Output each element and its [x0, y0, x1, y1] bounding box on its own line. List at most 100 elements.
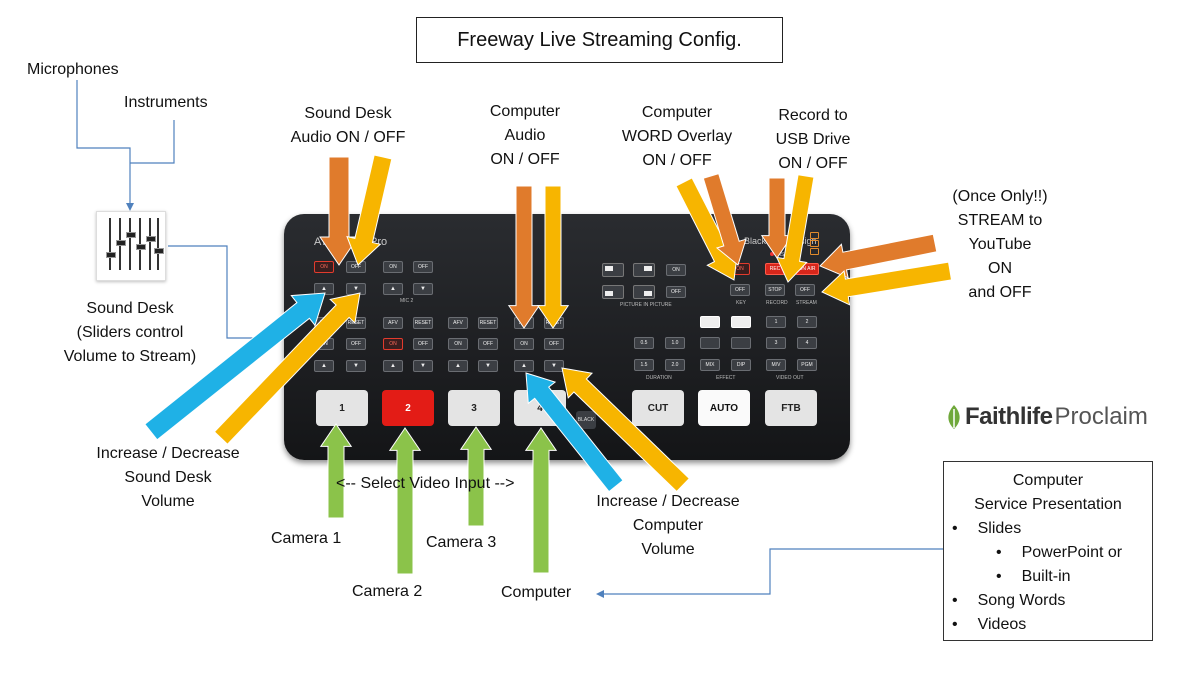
in3-reset-button[interactable]: RESET	[478, 317, 498, 329]
key-label: KEY	[736, 300, 747, 306]
video-out-4-button[interactable]: 4	[797, 337, 817, 349]
mic2-down-button[interactable]: ▼	[413, 283, 433, 295]
pip-top-left-button[interactable]	[602, 263, 624, 277]
record-stop-button[interactable]: STOP	[765, 284, 785, 296]
effect-dip-button[interactable]: DIP	[731, 359, 751, 371]
mic2-label: MIC 2	[400, 298, 414, 304]
record-stop-arrow	[775, 174, 815, 283]
mic1-off-button[interactable]: OFF	[346, 261, 366, 273]
computer-input-arrow	[524, 427, 558, 574]
input-3-button[interactable]: 3	[448, 390, 500, 426]
black-button[interactable]: BLACK	[576, 411, 596, 429]
in2-on-button[interactable]: ON	[383, 338, 403, 350]
diagram-title: Freeway Live Streaming Config.	[416, 17, 783, 63]
pip-label: PICTURE IN PICTURE	[620, 302, 672, 308]
list-item: •Slides	[952, 520, 1022, 537]
in4-up-button[interactable]: ▲	[514, 360, 534, 372]
in1-down-button[interactable]: ▼	[346, 360, 366, 372]
video-out-3-button[interactable]: 3	[766, 337, 786, 349]
video-out-2-button[interactable]: 2	[797, 316, 817, 328]
connector-arrowhead	[126, 203, 134, 211]
video-out-mv-button[interactable]: M/V	[766, 359, 786, 371]
pip-bottom-left-button[interactable]	[602, 285, 624, 299]
in3-afv-button[interactable]: AFV	[448, 317, 468, 329]
stream-on-arrow	[819, 233, 938, 279]
list-item: •Song Words	[952, 592, 1066, 609]
mic1-on-button[interactable]: ON	[314, 261, 334, 273]
box-heading-line1: Computer	[1012, 472, 1084, 489]
duration-05-button[interactable]: 0.5	[634, 337, 654, 349]
computer-presentation-box: Computer Service Presentation •Slides •P…	[943, 461, 1153, 641]
in3-on-button[interactable]: ON	[448, 338, 468, 350]
input-1-button[interactable]: 1	[316, 390, 368, 426]
auto-button[interactable]: AUTO	[698, 390, 750, 426]
in4-down-button[interactable]: ▼	[544, 360, 564, 372]
mic2-off-button[interactable]: OFF	[413, 261, 433, 273]
pip-on-button[interactable]: ON	[666, 264, 686, 276]
in4-on-button[interactable]: ON	[514, 338, 534, 350]
effect-label: EFFECT	[716, 375, 736, 381]
in2-reset-button[interactable]: RESET	[413, 317, 433, 329]
duration-20-button[interactable]: 2.0	[665, 359, 685, 371]
disk-indicator: DISK	[770, 252, 788, 258]
instruments-connector	[130, 120, 175, 164]
brand-mark-icon	[810, 232, 820, 255]
in2-afv-button[interactable]: AFV	[383, 317, 403, 329]
pip-off-button[interactable]: OFF	[666, 286, 686, 298]
sound-desk-off-arrow	[346, 154, 393, 266]
pip-top-right-button[interactable]	[633, 263, 655, 277]
computer-arrowhead	[596, 590, 604, 598]
list-item: •PowerPoint or	[996, 544, 1123, 561]
effect-mix-button[interactable]: MIX	[700, 359, 720, 371]
in1-up-button[interactable]: ▲	[314, 360, 334, 372]
mic1-up-button[interactable]: ▲	[314, 283, 334, 295]
mic2-on-button[interactable]: ON	[383, 261, 403, 273]
effect-wipe1-button[interactable]	[700, 316, 720, 328]
in2-up-button[interactable]: ▲	[383, 360, 403, 372]
duration-label: DURATION	[646, 375, 672, 381]
instruments-label: Instruments	[124, 94, 208, 111]
ftb-button[interactable]: FTB	[765, 390, 817, 426]
faithlife-leaf-icon	[948, 405, 960, 429]
list-item: •Videos	[952, 616, 1027, 633]
cut-button[interactable]: CUT	[632, 390, 684, 426]
microphones-connector	[76, 80, 131, 205]
computer-label: Computer	[501, 584, 572, 601]
in3-down-button[interactable]: ▼	[478, 360, 498, 372]
record-button[interactable]: REC	[765, 263, 785, 275]
in3-off-button[interactable]: OFF	[478, 338, 498, 350]
camera2-arrow	[388, 427, 422, 575]
effect-wipe3-button[interactable]	[700, 337, 720, 349]
duration-15-button[interactable]: 1.5	[634, 359, 654, 371]
video-out-1-button[interactable]: 1	[766, 316, 786, 328]
effect-wipe2-button[interactable]	[731, 316, 751, 328]
mic2-up-button[interactable]: ▲	[383, 283, 403, 295]
in1-off-button[interactable]: OFF	[346, 338, 366, 350]
computer-audio-off-arrow	[536, 185, 570, 329]
in4-off-button[interactable]: OFF	[544, 338, 564, 350]
duration-10-button[interactable]: 1.0	[665, 337, 685, 349]
camera1-label: Camera 1	[271, 530, 342, 547]
microphones-label: Microphones	[27, 61, 119, 78]
key-off-button[interactable]: OFF	[730, 284, 750, 296]
sound-desk-down-arrow	[213, 292, 361, 445]
faithlife-proclaim-logo: Faithlife Proclaim	[943, 403, 1148, 431]
sound-desk-up-arrow	[144, 292, 326, 441]
video-out-pgm-button[interactable]: PGM	[797, 359, 817, 371]
in2-off-button[interactable]: OFF	[413, 338, 433, 350]
effect-wipe4-button[interactable]	[731, 337, 751, 349]
input-2-button[interactable]: 2	[382, 390, 434, 426]
stream-off-button[interactable]: OFF	[795, 284, 815, 296]
pip-bottom-right-button[interactable]	[633, 285, 655, 299]
in3-up-button[interactable]: ▲	[448, 360, 468, 372]
in2-down-button[interactable]: ▼	[413, 360, 433, 372]
camera3-label: Camera 3	[426, 534, 497, 551]
camera2-label: Camera 2	[352, 583, 423, 600]
